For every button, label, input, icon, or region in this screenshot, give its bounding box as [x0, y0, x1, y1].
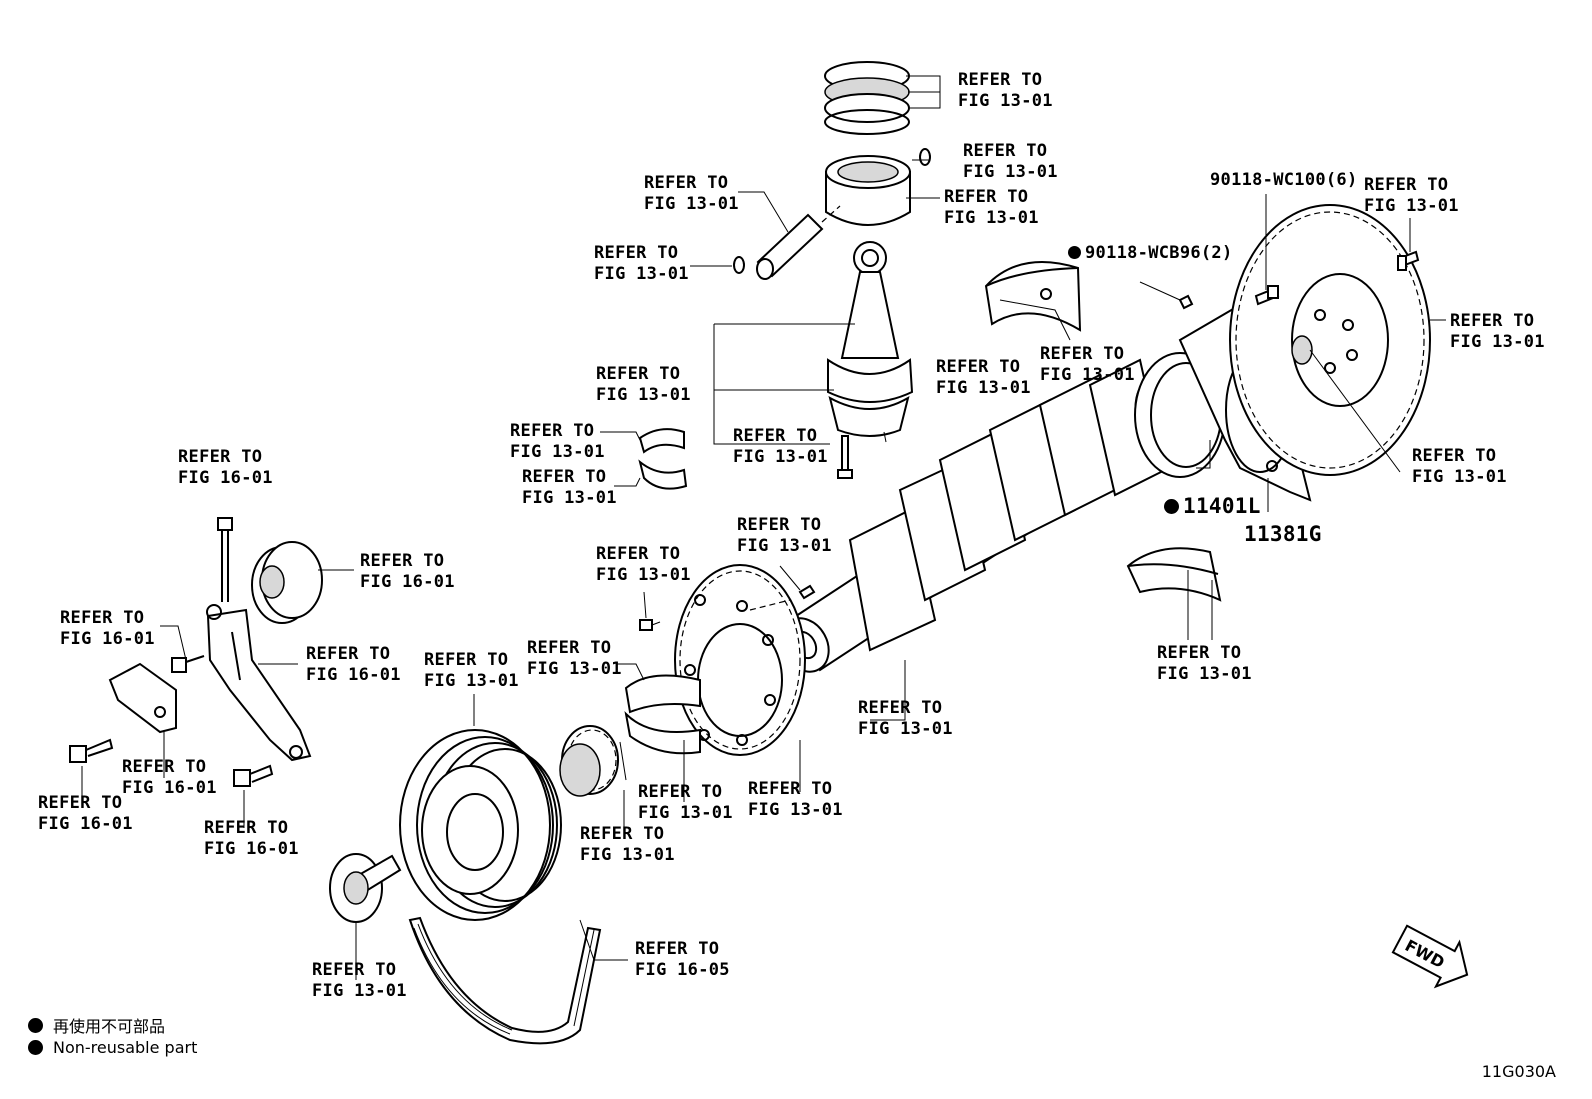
part-number-label: 11381G [1244, 522, 1322, 546]
thrust-washer [624, 674, 701, 755]
bolt [69, 738, 114, 763]
bolt [233, 764, 274, 787]
main-bearing-lower [1126, 547, 1222, 602]
non-reusable-dot-icon [28, 1017, 43, 1033]
bolt [171, 655, 205, 673]
stay-bracket [108, 662, 177, 734]
non-reusable-dot-icon [28, 1040, 43, 1055]
dowel-pin [1178, 294, 1194, 310]
leader-lines [81, 75, 1446, 980]
part-number-label: 90118-WCB96(2) [1068, 243, 1233, 264]
rod-bolt [837, 435, 853, 479]
crank-timing-sprocket [674, 564, 806, 756]
flywheel-bolt [1397, 250, 1420, 271]
legend-text-jp: 再使用不可部品 [53, 1017, 166, 1036]
piston [825, 155, 911, 226]
figure-id: 11G030A [1481, 1062, 1556, 1081]
non-reusable-dot-icon [1164, 499, 1179, 514]
v-ribbed-belt [408, 916, 602, 1045]
legend-nonreusable-en: Non-reusable part [28, 1038, 197, 1057]
bolt [1254, 285, 1280, 306]
bolt [639, 619, 661, 631]
part-number-label: 90118-WC100(6) [1210, 170, 1358, 190]
legend-text-en: Non-reusable part [53, 1038, 198, 1057]
connecting-rod [827, 241, 914, 443]
woodruff-key [798, 584, 816, 600]
crankshaft-pulley [399, 729, 562, 921]
snap-ring [919, 148, 931, 166]
legend-nonreusable-jp: 再使用不可部品 [28, 1013, 165, 1037]
snap-ring [733, 256, 745, 274]
part-number-label: 11401L [1164, 496, 1261, 517]
non-reusable-dot-icon [1068, 246, 1081, 259]
piston-pin [756, 205, 841, 280]
idler-bracket [206, 604, 312, 762]
idler-pulley [251, 541, 323, 624]
rod-bearing [638, 428, 688, 490]
long-bolt [217, 517, 233, 602]
crankshaft-gear [559, 725, 627, 797]
flywheel [1229, 204, 1431, 476]
